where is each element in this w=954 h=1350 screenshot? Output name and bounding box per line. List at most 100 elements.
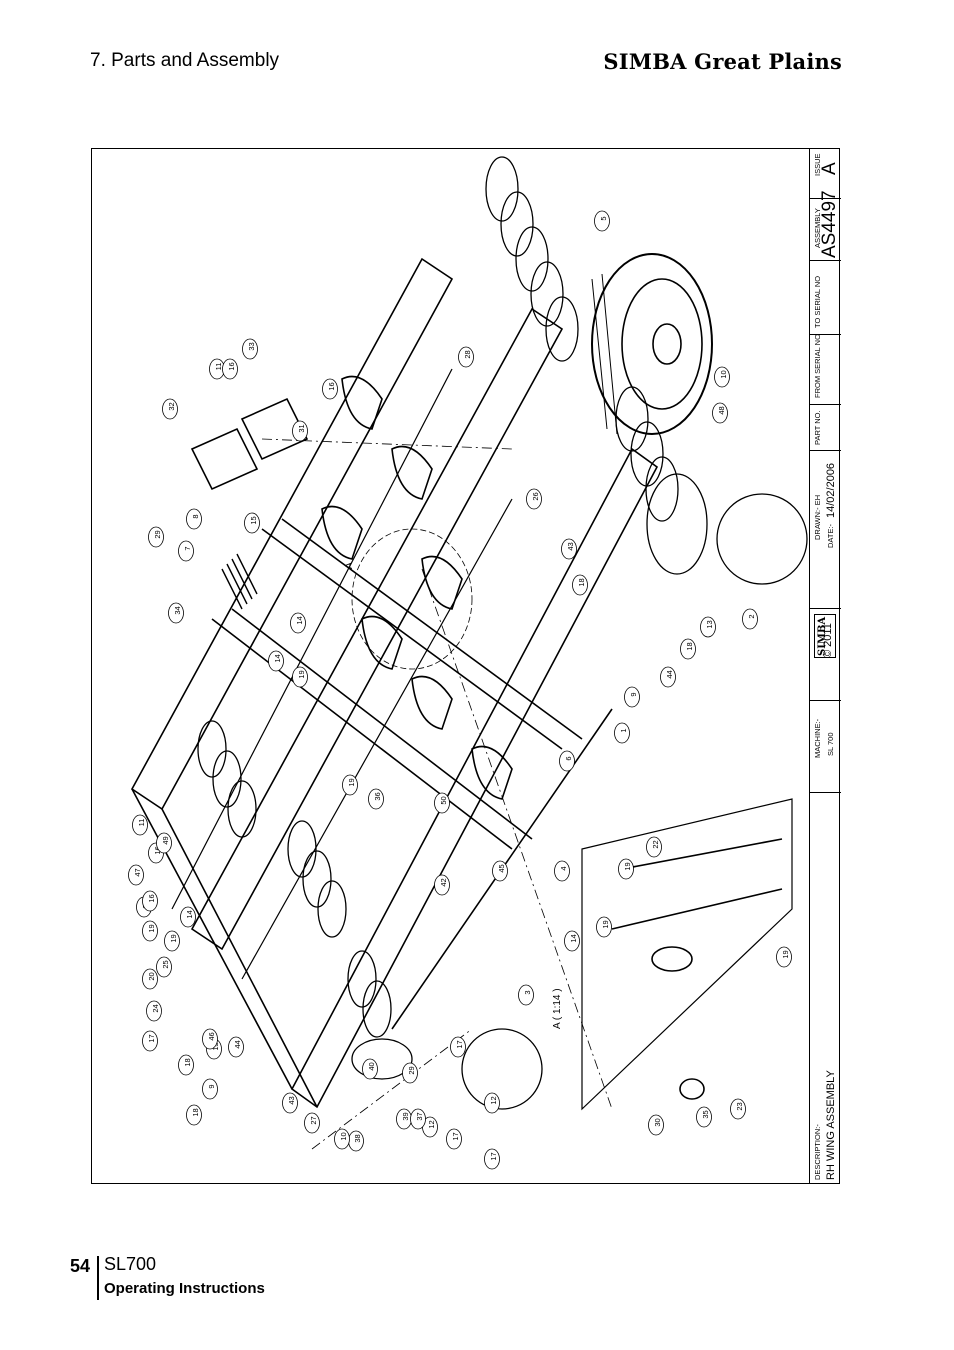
callout-number: 1	[619, 728, 628, 732]
callout-number: 12	[427, 1120, 436, 1128]
callout-number: 17	[147, 1034, 156, 1042]
callout-number: 14	[295, 616, 304, 624]
callout-balloon	[146, 1000, 162, 1022]
callout-number: 18	[577, 578, 586, 586]
callout-balloon	[186, 1104, 202, 1126]
callout-number: 13	[211, 1042, 220, 1050]
callout-number: 16	[327, 382, 336, 390]
callout-number: 6	[564, 756, 573, 760]
callout-balloon	[142, 1030, 158, 1052]
callout-number: 29	[153, 530, 162, 538]
issue-value: A	[819, 162, 840, 175]
callout-number: 11	[137, 819, 146, 827]
description-label: DESCRIPTION:-	[813, 1124, 822, 1180]
callout-balloon	[776, 946, 792, 968]
callout-balloon	[526, 488, 542, 510]
callout-balloon	[202, 1078, 218, 1100]
callout-balloon	[742, 608, 758, 630]
callout-number: 13	[705, 620, 714, 628]
callout-balloon	[142, 968, 158, 990]
callout-balloon	[282, 1092, 298, 1114]
callout-number: 47	[133, 868, 142, 876]
callout-number: 2	[747, 614, 756, 618]
callout-balloon	[148, 526, 164, 548]
detail-label: A ( 1:14 )	[552, 988, 563, 1029]
callout-number: 20	[147, 972, 156, 980]
callout-number: 14	[273, 654, 282, 662]
page-number: 54	[70, 1256, 91, 1276]
callout-balloon	[554, 860, 570, 882]
callout-balloon	[164, 930, 180, 952]
drawn-label: DRAWN:- EH	[813, 494, 822, 540]
callout-number: 39	[401, 1112, 410, 1120]
callout-balloon	[410, 1108, 426, 1130]
callout-number: 19	[297, 670, 306, 678]
callout-number: 31	[297, 424, 306, 432]
callout-number: 19	[781, 950, 790, 958]
callout-number: 15	[249, 516, 258, 524]
callout-balloon	[614, 722, 630, 744]
callout-number: 44	[233, 1040, 242, 1048]
callout-number: 23	[735, 1102, 744, 1110]
callout-number: 38	[353, 1134, 362, 1142]
callout-balloon	[342, 774, 358, 796]
callout-number: 30	[653, 1118, 662, 1126]
callout-balloon	[202, 1028, 218, 1050]
callout-balloon	[222, 358, 238, 380]
callout-balloon	[402, 1062, 418, 1084]
date-value: 14/02/2006	[825, 462, 837, 518]
assembly-number: AS4497	[819, 190, 840, 258]
callout-number: 18	[685, 642, 694, 650]
callout-balloon	[186, 508, 202, 530]
callout-balloon	[572, 574, 588, 596]
callout-number: 14	[569, 934, 578, 942]
callout-number: 33	[247, 342, 256, 350]
callout-number: 22	[651, 840, 660, 848]
from-serial-label: FROM SERIAL NO	[813, 334, 822, 398]
callout-number: 19	[601, 920, 610, 928]
callout-number: 34	[173, 606, 182, 614]
callout-balloon	[434, 792, 450, 814]
callout-number: 24	[151, 1004, 160, 1012]
section-marker: A	[344, 562, 355, 569]
callout-number: 4	[559, 866, 568, 870]
callout-balloon	[142, 920, 158, 942]
callout-number: 16	[227, 362, 236, 370]
title-block: ISSUE A ASSEMBLY AS4497 TO SERIAL NO FRO…	[809, 148, 841, 1184]
callout-balloon	[561, 538, 577, 560]
callout-balloon	[434, 874, 450, 896]
callout-balloon	[564, 930, 580, 952]
footer-subtitle: Operating Instructions	[104, 1280, 265, 1297]
callout-balloon	[594, 210, 610, 232]
callout-number: 17	[489, 1152, 498, 1160]
callout-number: 28	[463, 350, 472, 358]
callout-number: 19	[169, 934, 178, 942]
callout-number: 43	[566, 542, 575, 550]
callout-number: 18	[183, 1058, 192, 1066]
callout-balloon	[132, 814, 148, 836]
callout-number: 10	[339, 1132, 348, 1140]
callout-balloon	[268, 650, 284, 672]
callout-balloon	[458, 346, 474, 368]
callout-number: 45	[497, 864, 506, 872]
date-label: DATE:-	[826, 523, 835, 548]
callout-number: 11	[214, 363, 223, 371]
callout-balloon	[714, 366, 730, 388]
callout-balloon	[646, 836, 662, 858]
callout-balloon	[362, 1058, 378, 1080]
callout-number: 8	[191, 514, 200, 518]
callout-balloon	[178, 540, 194, 562]
callout-number: 3	[523, 990, 532, 994]
callout-balloon	[334, 1128, 350, 1150]
callout-balloon	[162, 398, 178, 420]
machine-label: MACHINE:-	[813, 718, 822, 758]
callout-balloon	[446, 1128, 462, 1150]
callout-balloon	[730, 1098, 746, 1120]
callout-balloon	[290, 612, 306, 634]
callout-number: 40	[367, 1062, 376, 1070]
callout-number: 49	[161, 836, 170, 844]
callout-balloon	[242, 338, 258, 360]
callout-balloon	[180, 906, 196, 928]
drawing-frame	[91, 148, 840, 1184]
callout-balloon	[700, 616, 716, 638]
